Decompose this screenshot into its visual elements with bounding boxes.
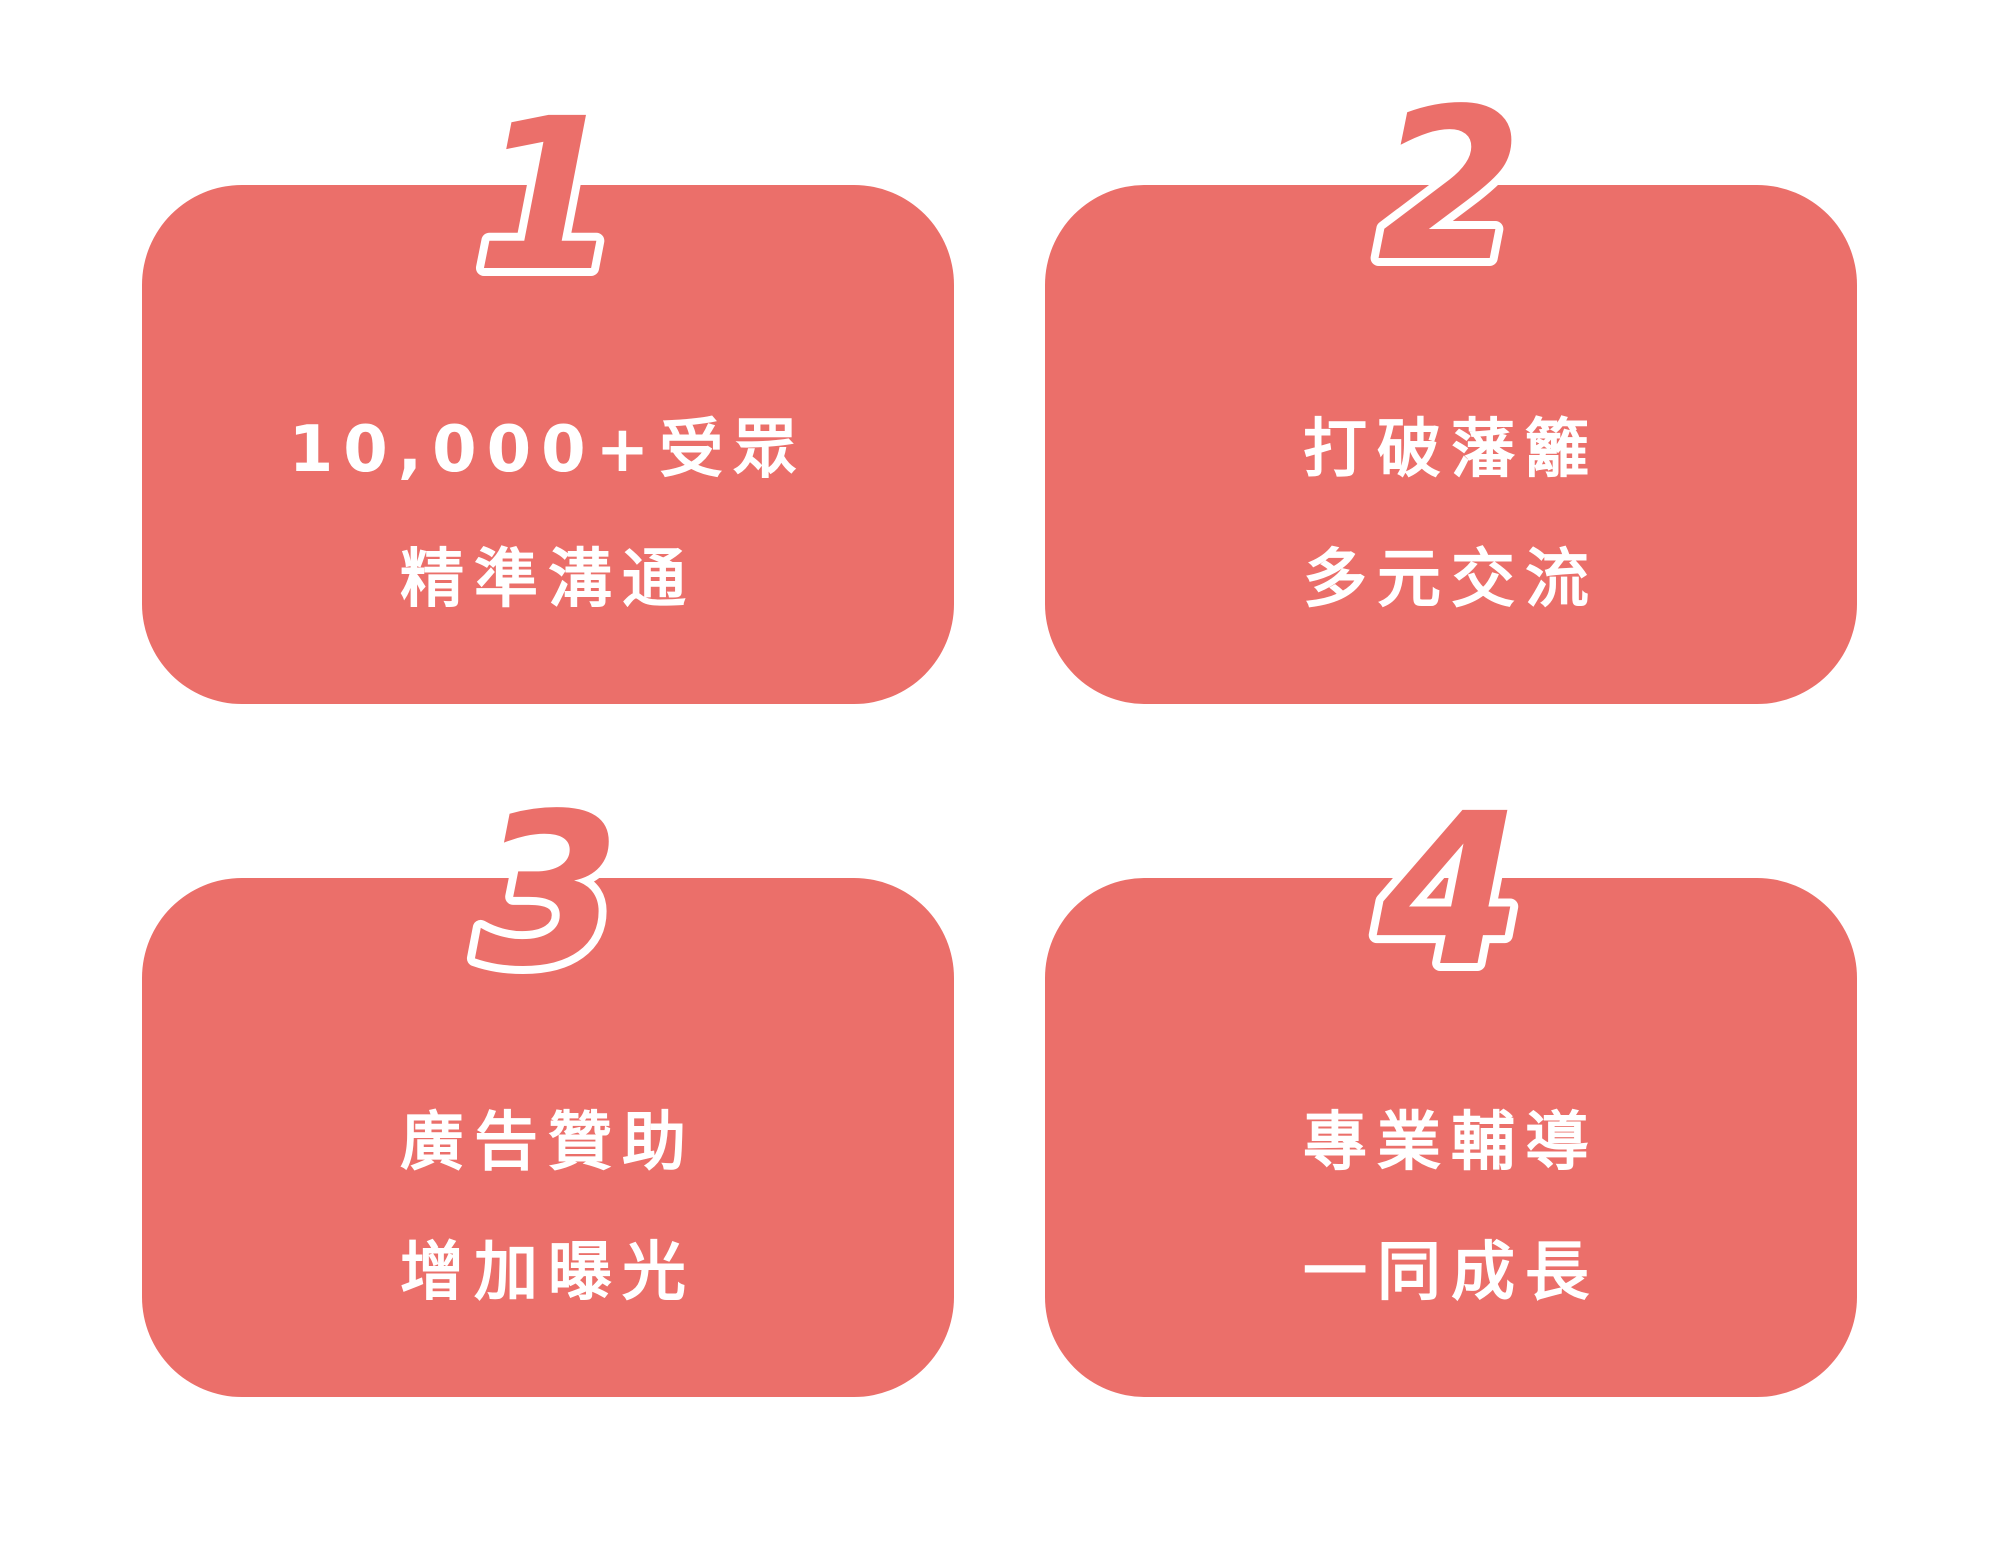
svg-text:1: 1 (475, 73, 621, 318)
feature-card-2: 打破藩籬多元交流 (1045, 185, 1857, 704)
number-badge-3: 3 (467, 760, 629, 1021)
card-line: 打破藩籬 (1303, 413, 1599, 487)
card-line: 增加曝光 (400, 1236, 696, 1310)
card-line: 一同成長 (1303, 1236, 1599, 1310)
feature-card-4: 專業輔導一同成長 (1045, 878, 1857, 1397)
svg-text:4: 4 (1376, 768, 1523, 1013)
card-line: 廣告贊助 (400, 1106, 696, 1180)
feature-card-1: 10,000+受眾精準溝通 (142, 185, 954, 704)
svg-text:2: 2 (1377, 63, 1523, 308)
number-badge-1: 1 (467, 65, 629, 326)
card-line: 精準溝通 (400, 543, 696, 617)
card-line: 專業輔導 (1303, 1106, 1599, 1180)
svg-text:3: 3 (475, 768, 621, 1013)
number-badge-4: 4 (1368, 760, 1531, 1021)
feature-card-3: 廣告贊助增加曝光 (142, 878, 954, 1397)
card-line: 多元交流 (1303, 543, 1599, 617)
number-badge-2: 2 (1369, 55, 1531, 316)
card-line: 10,000+受眾 (288, 413, 808, 487)
